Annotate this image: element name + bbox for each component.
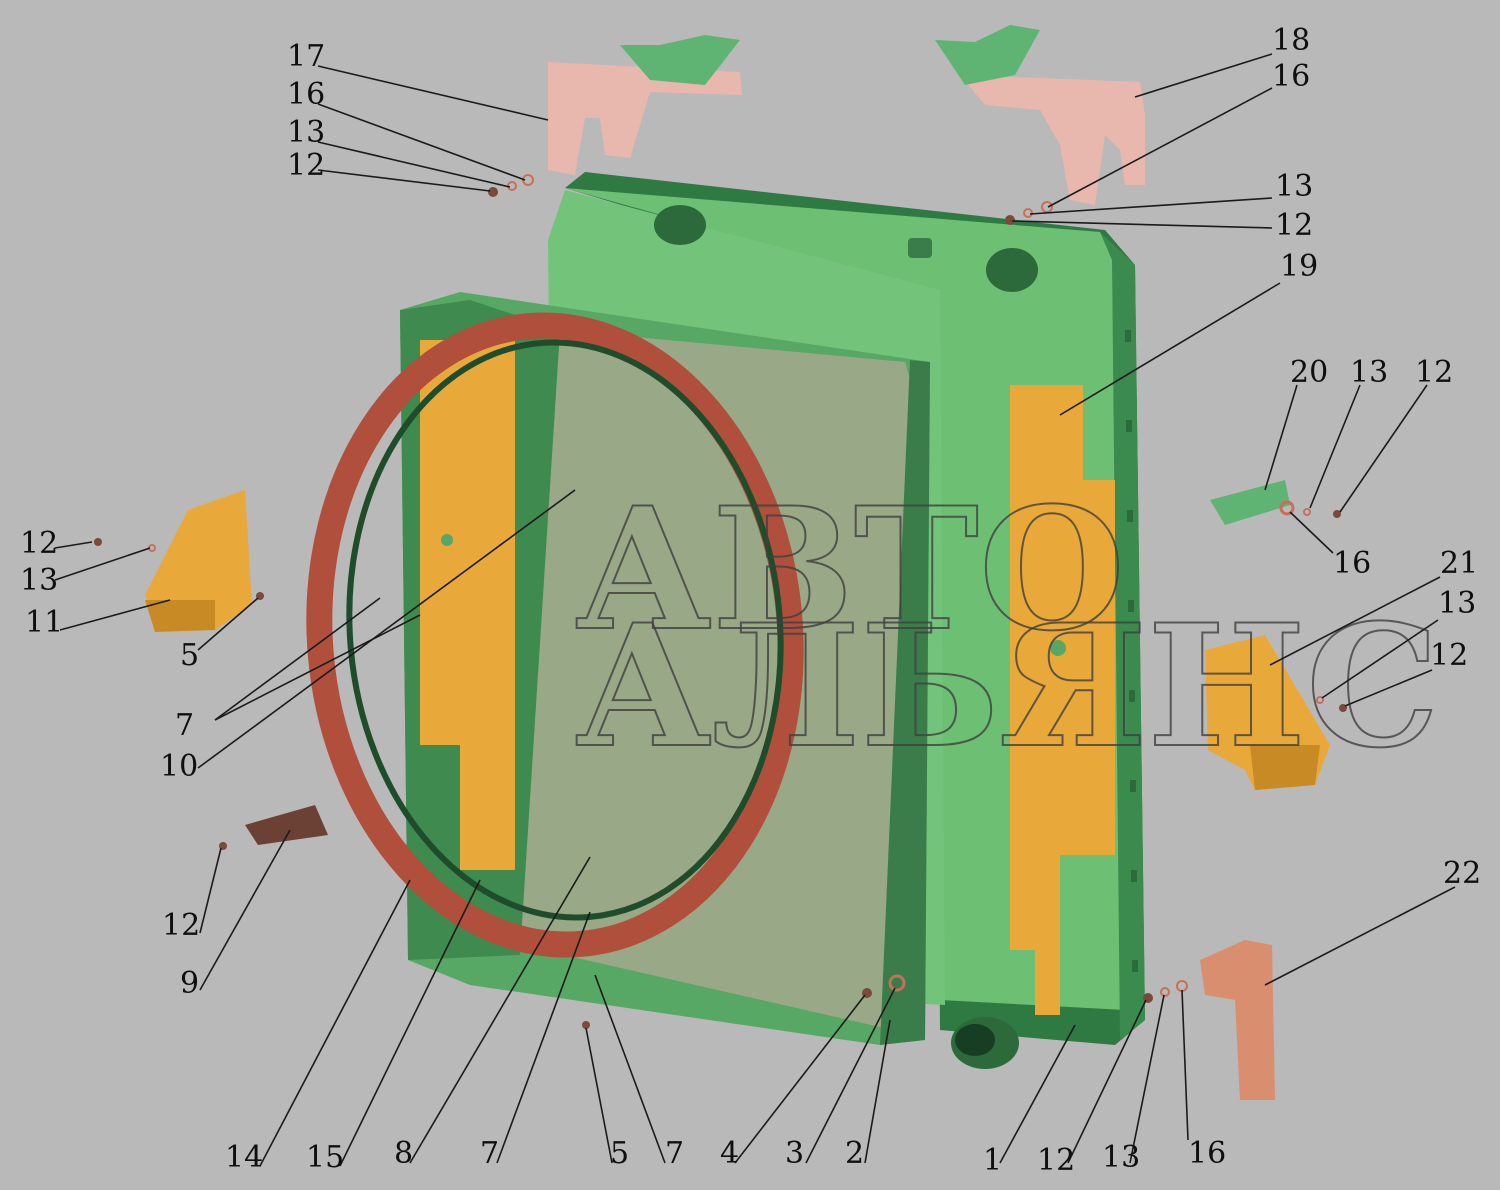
top-left-bracket bbox=[548, 35, 742, 175]
callout-16-top-left: 16 bbox=[287, 77, 325, 112]
callout-7-bottom-b: 7 bbox=[665, 1136, 684, 1171]
small-green-bracket bbox=[1210, 480, 1290, 525]
right-support-bracket bbox=[1205, 635, 1330, 790]
callout-16-top-right: 16 bbox=[1272, 59, 1310, 94]
callout-12-bottom: 12 bbox=[1037, 1143, 1075, 1178]
radiator-top-pipes bbox=[654, 205, 1038, 292]
callout-14: 14 bbox=[225, 1140, 263, 1175]
callout-16-right: 16 bbox=[1333, 546, 1371, 581]
callout-12-top-right: 12 bbox=[1275, 208, 1313, 243]
callout-11: 11 bbox=[25, 605, 63, 640]
leader-lines bbox=[54, 53, 1456, 1167]
callout-22: 22 bbox=[1443, 856, 1481, 891]
callout-13-top-left: 13 bbox=[287, 115, 325, 150]
left-small-strap bbox=[245, 805, 328, 845]
callout-18: 18 bbox=[1272, 23, 1310, 58]
left-seal-plate bbox=[420, 340, 515, 870]
callout-5-bottom: 5 bbox=[610, 1136, 629, 1171]
callout-20: 20 bbox=[1290, 355, 1328, 390]
radiator-bottom-pipe bbox=[951, 1017, 1019, 1069]
watermark-line1: АВТО bbox=[575, 470, 1125, 668]
callout-12-left: 12 bbox=[20, 526, 58, 561]
callout-13-left: 13 bbox=[20, 563, 58, 598]
callout-1: 1 bbox=[983, 1143, 1002, 1178]
top-right-bracket bbox=[935, 25, 1145, 205]
callout-7-left: 7 bbox=[175, 708, 194, 743]
callout-13-top-right: 13 bbox=[1275, 169, 1313, 204]
callout-4: 4 bbox=[720, 1136, 739, 1171]
callout-8: 8 bbox=[394, 1136, 413, 1171]
callout-10: 10 bbox=[160, 749, 198, 784]
callout-12-right-lower: 12 bbox=[1430, 638, 1468, 673]
callout-21: 21 bbox=[1440, 546, 1478, 581]
right-seal-plate bbox=[1010, 385, 1115, 1015]
callout-2: 2 bbox=[845, 1136, 864, 1171]
callout-12-lower-left: 12 bbox=[162, 908, 200, 943]
callout-12-right: 12 bbox=[1415, 355, 1453, 390]
callout-13-right: 13 bbox=[1350, 355, 1388, 390]
callout-13-bottom: 13 bbox=[1102, 1140, 1140, 1175]
callout-labels: 17 16 13 12 18 16 13 12 19 20 13 12 16 2… bbox=[20, 23, 1481, 1178]
callout-12-top-left: 12 bbox=[287, 148, 325, 183]
callout-9: 9 bbox=[180, 966, 199, 1001]
fasteners bbox=[94, 174, 1347, 1029]
callout-13-right-lower: 13 bbox=[1438, 586, 1476, 621]
left-support-bracket bbox=[145, 490, 252, 632]
callout-3: 3 bbox=[785, 1136, 804, 1171]
fan-shroud bbox=[400, 292, 930, 1045]
callout-17: 17 bbox=[287, 39, 325, 74]
watermark: АВТО АЛЬЯНС bbox=[574, 469, 1441, 786]
callout-15: 15 bbox=[306, 1140, 344, 1175]
callout-19: 19 bbox=[1280, 249, 1318, 284]
bottom-right-bracket bbox=[1200, 940, 1275, 1100]
callout-5-left: 5 bbox=[180, 638, 199, 673]
callout-7-bottom-a: 7 bbox=[480, 1136, 499, 1171]
watermark-line2: АЛЬЯНС bbox=[575, 587, 1440, 785]
callout-16-bottom: 16 bbox=[1188, 1136, 1226, 1171]
fan-ring bbox=[306, 312, 804, 958]
